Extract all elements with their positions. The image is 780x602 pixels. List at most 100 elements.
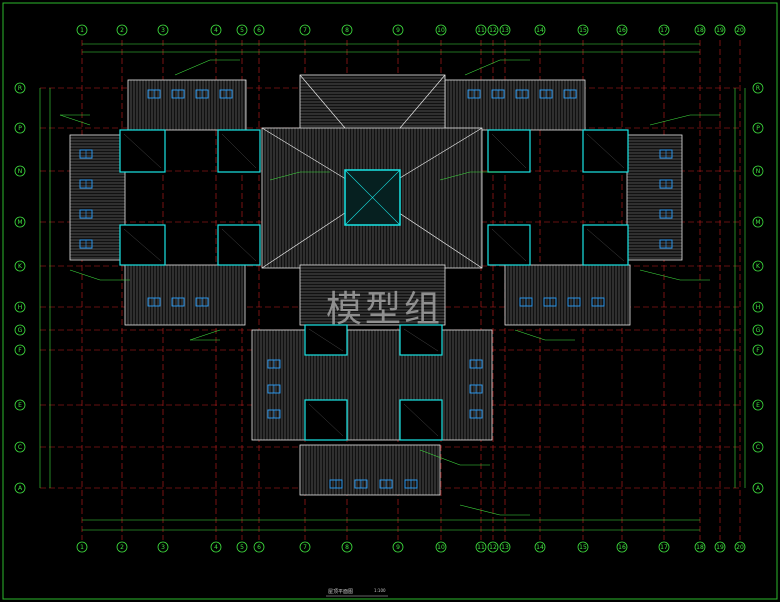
axis-bubble-top-circle [76,24,88,36]
axis-bubble-bottom: 16 [618,544,626,551]
axis-bubble-bottom: 9 [396,544,400,551]
annotation-leader [649,114,691,126]
light-well-diagonal [403,403,439,437]
light-well-diagonal [123,228,162,262]
axis-bubble-left: C [18,444,22,451]
axis-bubble-top-circle [253,24,265,36]
drawing-scale: 1:100 [374,588,386,593]
axis-bubble-right-circle [752,399,764,411]
annotation-leader [59,114,91,126]
roof-ridge [399,74,446,129]
axis-bubble-top: 11 [477,27,485,34]
light-well-diagonal [586,228,625,262]
axis-bubble-right: E [756,402,760,409]
axis-bubble-top: 19 [716,27,724,34]
axis-bubble-left: E [18,402,22,409]
axis-bubble-top: 17 [660,27,668,34]
axis-bubble-top: 9 [396,27,400,34]
axis-bubble-bottom-circle [210,541,222,553]
roof-block-south-edge [251,329,493,441]
axis-bubble-left-circle [14,344,26,356]
skylight-diagonal [344,169,401,226]
axis-bubble-bottom-circle [714,541,726,553]
axis-bubble-top-circle [577,24,589,36]
axis-bubble-top: 1 [80,27,84,34]
roof-block-right-bottom-edge [504,264,631,326]
watermark: 模型组 [326,289,444,330]
axis-bubble-left-circle [14,441,26,453]
light-well-diagonal [491,228,527,262]
axis-bubble-bottom: 15 [579,544,587,551]
roof-block-right-bottom-bg [505,265,630,325]
axis-bubble-left: N [18,168,23,175]
light-well-diagonal [221,133,257,169]
axis-bubble-top: 2 [120,27,124,34]
axis-bubble-top: 18 [696,27,704,34]
axis-bubble-right-circle [752,344,764,356]
axis-bubble-top-circle [236,24,248,36]
axis-bubble-bottom-circle [487,541,499,553]
roof-ridge [299,74,346,129]
axis-bubble-top-circle [341,24,353,36]
axis-bubble-right-circle [752,482,764,494]
annotation-leader [174,59,211,76]
axis-bubble-top: 7 [303,27,307,34]
roof-block-left-side-bg [70,135,125,260]
axis-bubble-left-circle [14,260,26,272]
axis-bubble-bottom-circle [475,541,487,553]
axis-bubble-top: 12 [489,27,497,34]
roof-block-left-top-edge [127,79,247,131]
axis-bubble-top: 16 [618,27,626,34]
drawing-title: 屋顶平面图 [328,589,354,595]
roof-block-right-top-bg [445,80,585,130]
axis-bubble-bottom: 19 [716,544,724,551]
axis-bubble-bottom-circle [577,541,589,553]
axis-bubble-right: M [755,219,760,226]
light-well-diagonal [403,328,439,352]
axis-bubble-left-circle [14,482,26,494]
axis-bubble-top: 4 [214,27,218,34]
axis-bubble-bottom-circle [157,541,169,553]
axis-bubble-top: 6 [257,27,261,34]
light-well-diagonal [586,133,625,169]
axis-bubble-bottom: 4 [214,544,218,551]
axis-bubble-top: 14 [536,27,544,34]
axis-bubble-bottom-circle [392,541,404,553]
axis-bubble-right: C [756,444,760,451]
axis-bubble-bottom: 12 [489,544,497,551]
axis-bubble-top-circle [435,24,447,36]
axis-bubble-right-circle [752,82,764,94]
axis-bubble-right: N [756,168,761,175]
axis-bubble-bottom: 18 [696,544,704,551]
light-well-diagonal [308,328,344,352]
annotation-leader [189,329,221,341]
axis-bubble-bottom-circle [116,541,128,553]
axis-bubble-bottom-circle [236,541,248,553]
axis-bubble-top: 3 [161,27,165,34]
axis-bubble-right: R [756,85,760,92]
axis-bubble-right-circle [752,216,764,228]
axis-bubble-top-circle [734,24,746,36]
axis-bubble-bottom: 10 [437,544,445,551]
axis-bubble-top-circle [487,24,499,36]
axis-bubble-top-circle [658,24,670,36]
axis-bubble-top-circle [694,24,706,36]
axis-bubble-right: A [756,485,761,492]
axis-bubble-top-circle [392,24,404,36]
axis-bubble-right-circle [752,122,764,134]
axis-bubble-bottom: 7 [303,544,307,551]
annotation-leader [69,269,101,281]
axis-bubble-left: F [18,347,22,354]
axis-bubble-right: G [756,327,761,334]
axis-bubble-bottom: 13 [501,544,509,551]
axis-bubble-left: K [18,263,23,270]
axis-bubble-right: P [756,125,760,132]
axis-bubble-top-circle [499,24,511,36]
axis-bubble-top-circle [299,24,311,36]
axis-bubble-top-circle [210,24,222,36]
annotation-leader [269,171,301,181]
roof-block-right-side-bg [627,135,682,260]
axis-bubble-bottom: 1 [80,544,84,551]
roof-block-left-top-bg [128,80,246,130]
axis-bubble-left-circle [14,324,26,336]
